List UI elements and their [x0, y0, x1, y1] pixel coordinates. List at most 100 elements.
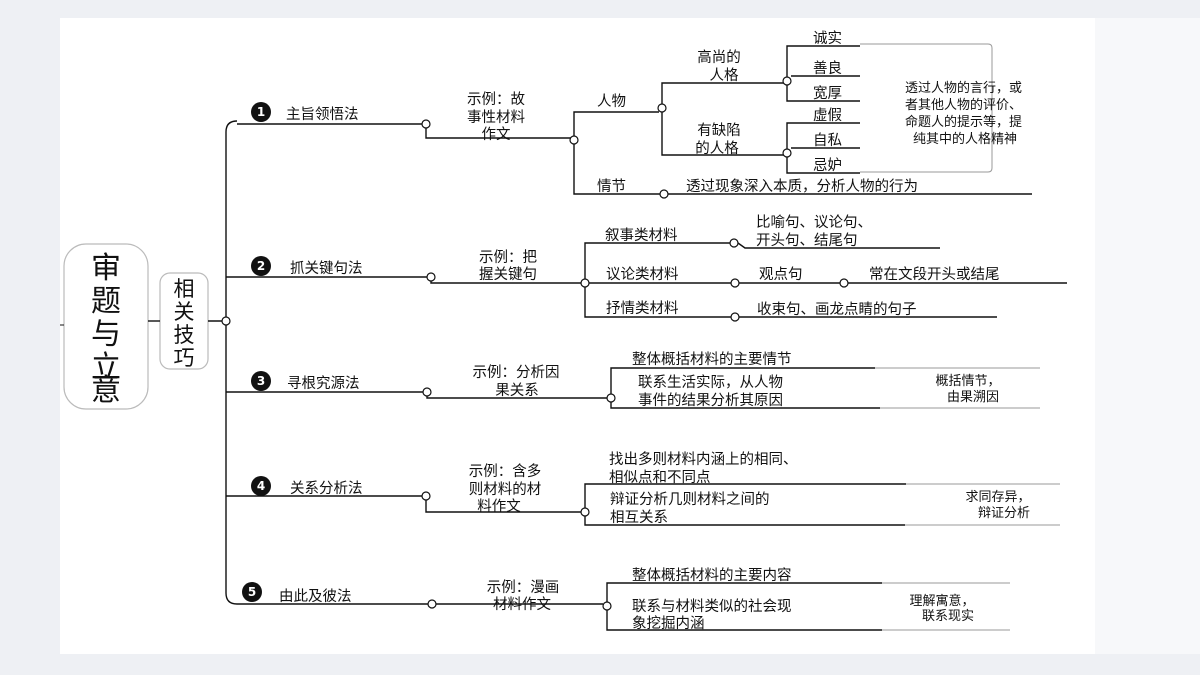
method-4-example: 则材料的材	[469, 481, 542, 498]
root-char: 与	[91, 317, 121, 352]
junction-dot	[839, 278, 849, 288]
method-3-example: 示例：分析因	[473, 364, 560, 381]
junction-dot	[659, 189, 669, 199]
method-3-example-line	[426, 396, 607, 399]
m3-item-2: 联系生活实际，从人物	[638, 374, 783, 391]
lyric-description: 收束句、画龙点睛的句子	[757, 301, 917, 318]
m5-item2-line	[606, 610, 882, 631]
method-3-example: 果关系	[495, 382, 539, 399]
lyric-branch	[584, 287, 731, 318]
note-bracket	[860, 43, 993, 173]
m3-item1-line	[610, 367, 875, 394]
subtitle-char: 相	[174, 277, 195, 301]
m5-item-2: 象挖掘内涵	[632, 615, 705, 632]
root-char: 题	[91, 284, 121, 319]
m5-note-bracket	[882, 582, 1010, 631]
method-2-example: 握关键句	[479, 266, 537, 283]
root-node-box	[63, 243, 149, 410]
method-1-note: 者其他人物的评价、	[905, 97, 1022, 113]
method-4-example-line	[425, 500, 581, 513]
junction-dot	[580, 507, 590, 517]
flawed-label: 有缺陷	[697, 122, 741, 139]
m3-item-1: 整体概括材料的主要情节	[632, 351, 792, 368]
number-badge-2	[251, 256, 271, 276]
method-2-example-line	[430, 281, 581, 284]
noble-label: 高尚的	[697, 49, 741, 66]
junction-dot	[580, 278, 590, 288]
m4-item-1: 找出多则材料内涵上的相同、	[609, 451, 798, 468]
flawed-label: 的人格	[695, 140, 739, 157]
junction-dot	[782, 148, 792, 158]
junction-dot	[729, 238, 739, 248]
trait-label: 忌妒	[813, 157, 842, 174]
junction-dot	[730, 312, 740, 322]
argument-note: 常在文段开头或结尾	[869, 266, 1000, 283]
method-5-name: 由此及彼法	[279, 588, 352, 605]
method-4-example: 示例：含多	[469, 463, 542, 480]
method-2-example: 示例：把	[479, 249, 537, 266]
junction-dot	[427, 599, 437, 609]
method-5-note: 理解寓意，	[909, 593, 974, 609]
junction-dot	[422, 387, 432, 397]
method-1-note: 透过人物的言行，或	[905, 80, 1022, 96]
m3-item-2: 事件的结果分析其原因	[638, 392, 783, 409]
m5-item-2: 联系与材料类似的社会现	[632, 598, 792, 615]
number-badge-3	[251, 371, 271, 391]
narrative-branch	[584, 242, 730, 279]
m5-item-1: 整体概括材料的主要内容	[632, 567, 792, 584]
trait-label: 虚假	[813, 107, 842, 124]
m3-note-bracket	[875, 367, 1040, 409]
method-4-note: 辩证分析	[978, 506, 1030, 521]
method-4-example: 料作文	[477, 498, 521, 515]
method-1-note: 命题人的提示等，提	[905, 114, 1022, 130]
flawed-branch	[661, 112, 784, 156]
junction-dot	[730, 278, 740, 288]
subtitle-char: 关	[174, 300, 195, 324]
number-1: 1	[257, 105, 265, 119]
m4-note-bracket	[905, 483, 1060, 526]
trait-label: 宽厚	[813, 85, 842, 102]
method-5-example: 示例：漫画	[487, 579, 560, 596]
argument-label: 议论类材料	[606, 266, 679, 283]
number-badge-5	[242, 582, 262, 602]
plot-description: 透过现象深入本质，分析人物的行为	[686, 178, 918, 195]
m4-item-2: 辩证分析几则材料之间的	[610, 491, 770, 508]
argument-description: 观点句	[759, 266, 803, 283]
method-1-example: 作文	[482, 126, 511, 143]
trait-label: 诚实	[813, 30, 842, 47]
junction-dot	[606, 393, 616, 403]
plot-label: 情节	[597, 178, 626, 195]
trait-line	[786, 85, 860, 102]
trait-label: 自私	[813, 132, 842, 149]
noble-branch	[661, 82, 785, 104]
trait-line	[786, 122, 860, 149]
junction-dot	[657, 103, 667, 113]
narrative-label: 叙事类材料	[605, 227, 678, 244]
junction-dot	[782, 76, 792, 86]
method-1-example: 示例：故	[467, 91, 525, 108]
lyric-label: 抒情类材料	[606, 300, 679, 317]
method-3-note: 由果溯因	[947, 389, 999, 405]
method-1-name: 主旨领悟法	[286, 106, 359, 123]
method-3-note: 概括情节，	[935, 374, 1000, 389]
method-2-name: 抓关键句法	[290, 260, 363, 277]
root-char: 意	[91, 373, 121, 408]
right-margin	[1095, 18, 1200, 654]
narrative-description: 开头句、结尾句	[756, 232, 858, 249]
method-1-example: 事性材料	[467, 109, 525, 126]
m4-item1-line	[584, 483, 906, 508]
method-4-name: 关系分析法	[290, 480, 363, 497]
trait-line	[786, 157, 860, 174]
trait-label: 善良	[813, 60, 842, 77]
trunk-junction	[221, 316, 231, 326]
m3-item2-line	[610, 402, 880, 409]
method-1-note: 纯其中的人格精神	[913, 131, 1017, 147]
junction-dot	[421, 119, 431, 129]
m4-item-1: 相似点和不同点	[609, 469, 711, 486]
m4-item2-line	[584, 516, 905, 526]
junction-dot	[602, 601, 612, 611]
method-3-name: 寻根究源法	[287, 375, 360, 392]
method-5-note: 联系现实	[922, 609, 974, 624]
junction-dot	[421, 491, 431, 501]
